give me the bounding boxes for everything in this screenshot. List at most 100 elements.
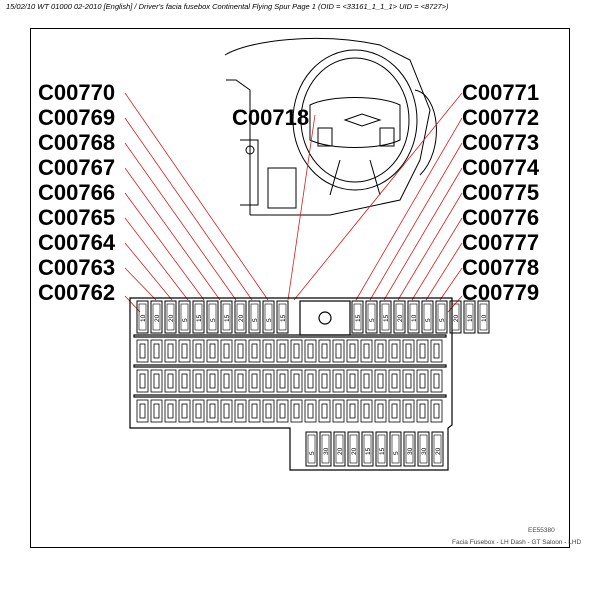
lower-fuse: 5	[389, 431, 402, 467]
grid-cell	[290, 339, 303, 363]
grid-cell	[220, 369, 233, 393]
grid-pin	[391, 373, 398, 389]
grid-pin	[433, 343, 440, 359]
grid-cell	[206, 369, 219, 393]
grid-pin	[377, 343, 384, 359]
callout-c00765: C00765	[38, 205, 115, 230]
grid-cell	[388, 399, 401, 423]
top-left-fuse-value: 15	[196, 314, 203, 322]
top-left-fuse: 15	[192, 300, 205, 334]
lower-fuse-value: 30	[323, 447, 330, 455]
grid-cell	[402, 369, 415, 393]
leader-lines	[124, 92, 463, 313]
grid-pin	[265, 343, 272, 359]
grid-cell	[402, 399, 415, 423]
grid-pin	[363, 373, 370, 389]
grid-cell	[192, 399, 205, 423]
grid-pin	[377, 403, 384, 419]
top-left-fuse-value: 20	[238, 314, 245, 322]
grid-pin	[307, 403, 314, 419]
top-right-fuse: 10	[477, 300, 490, 334]
top-right-fuse-value: 15	[355, 314, 362, 322]
grid-cell	[332, 369, 345, 393]
grid-pin	[419, 343, 426, 359]
grid-cell	[374, 369, 387, 393]
grid-pin	[167, 373, 174, 389]
grid-cell	[416, 339, 429, 363]
grid-cell	[304, 369, 317, 393]
grid-cell	[164, 339, 177, 363]
top-right-fuse: 5	[365, 300, 378, 334]
grid-pin	[195, 403, 202, 419]
grid-cell	[430, 339, 443, 363]
lower-fuse: 20	[333, 431, 346, 467]
lower-fuse-value: 30	[421, 447, 428, 455]
top-left-fuse: 5	[178, 300, 191, 334]
grid-cell	[388, 339, 401, 363]
grid-cell	[360, 339, 373, 363]
grid-pin	[405, 343, 412, 359]
grid-pin	[293, 343, 300, 359]
grid-cell	[430, 369, 443, 393]
grid-cell	[220, 339, 233, 363]
top-left-fuse-value: 5	[252, 318, 259, 322]
lower-fuse-value: 30	[407, 447, 414, 455]
grid-pin	[223, 373, 230, 389]
top-right-fuse-value: 20	[397, 314, 404, 322]
top-right-fuse: 15	[351, 300, 364, 334]
grid-pin	[251, 403, 258, 419]
grid-cell	[178, 369, 191, 393]
grid-pin	[167, 403, 174, 419]
fuse-grid	[136, 339, 443, 423]
callout-c00775: C00775	[462, 180, 539, 205]
grid-pin	[279, 403, 286, 419]
grid-cell	[332, 399, 345, 423]
callout-c00774: C00774	[462, 155, 540, 180]
leader-c00765	[124, 217, 189, 301]
grid-pin	[181, 403, 188, 419]
grid-cell	[234, 399, 247, 423]
callout-c00763: C00763	[38, 255, 115, 280]
leader-c00773	[369, 142, 463, 301]
leader-c00764	[124, 242, 173, 301]
top-right-fuse: 15	[379, 300, 392, 334]
top-right-fuse: 5	[421, 300, 434, 334]
leader-c00769	[124, 117, 253, 301]
lower-fuse: 20	[347, 431, 360, 467]
callout-c00778: C00778	[462, 255, 539, 280]
callout-c00767: C00767	[38, 155, 115, 180]
top-left-fuse-value: 20	[154, 314, 161, 322]
grid-pin	[307, 343, 314, 359]
callout-c00772: C00772	[462, 105, 539, 130]
grid-cell	[234, 339, 247, 363]
grid-pin	[139, 343, 146, 359]
grid-pin	[265, 373, 272, 389]
grid-cell	[248, 399, 261, 423]
grid-pin	[153, 403, 160, 419]
callout-c00764: C00764	[38, 230, 116, 255]
top-left-fuse: 5	[262, 300, 275, 334]
grid-cell	[290, 369, 303, 393]
grid-cell	[248, 369, 261, 393]
leader-c00774	[383, 167, 463, 301]
lower-fuse: 15	[375, 431, 388, 467]
grid-cell	[192, 369, 205, 393]
top-right-fuse-value: 5	[425, 318, 432, 322]
grid-cell	[150, 369, 163, 393]
grid-cell	[346, 339, 359, 363]
grid-pin	[237, 343, 244, 359]
grid-pin	[349, 343, 356, 359]
grid-cell	[234, 369, 247, 393]
grid-pin	[419, 373, 426, 389]
grid-cell	[262, 399, 275, 423]
top-left-fuse-value: 20	[168, 314, 175, 322]
grid-pin	[363, 403, 370, 419]
top-left-fuse: 20	[150, 300, 163, 334]
grid-pin	[167, 343, 174, 359]
grid-pin	[391, 343, 398, 359]
grid-cell	[262, 369, 275, 393]
grid-cell	[150, 399, 163, 423]
grid-pin	[139, 403, 146, 419]
leader-c00771	[293, 92, 463, 301]
grid-pin	[433, 403, 440, 419]
